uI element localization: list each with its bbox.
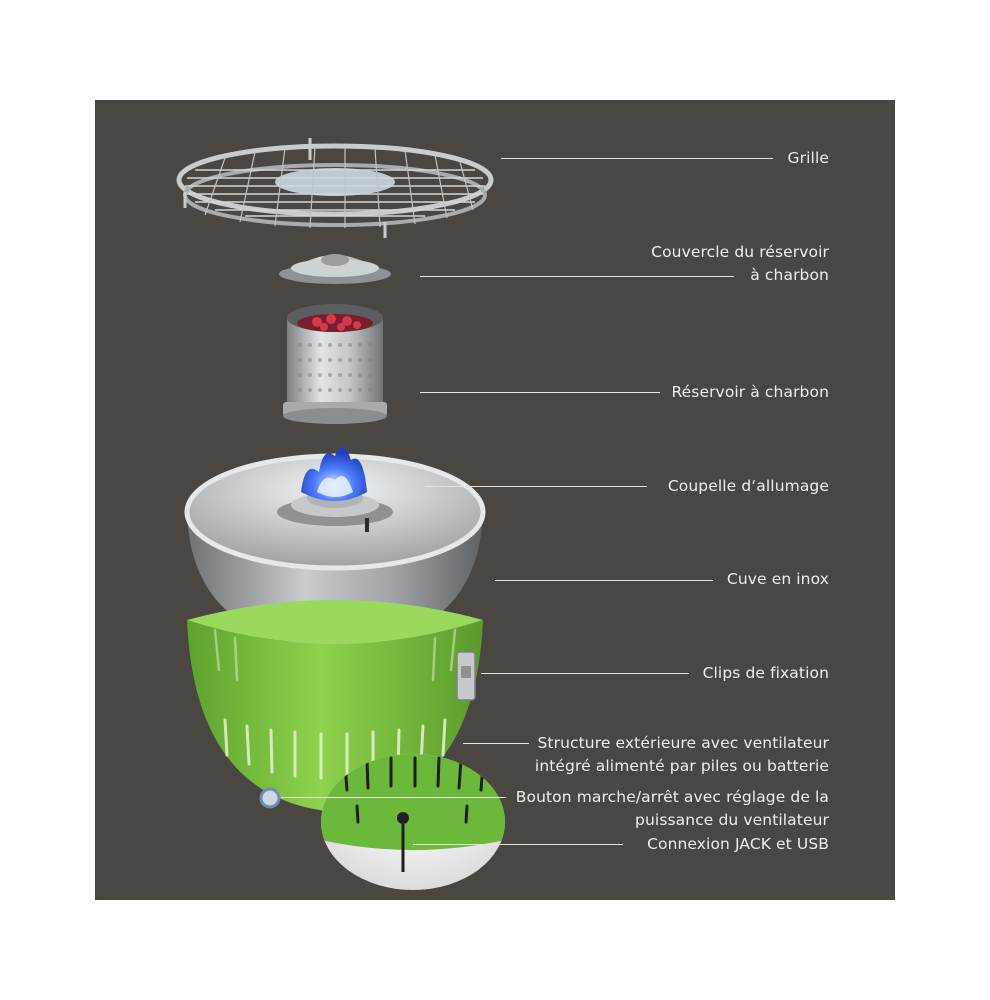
label-bouton-line1: Bouton marche/arrêt avec réglage de la — [515, 788, 829, 806]
leader-line-grille — [501, 158, 773, 160]
leader-line-cuve — [495, 580, 713, 582]
leader-line-coupelle — [425, 486, 647, 488]
leader-line-bouton — [281, 797, 506, 799]
fixation-clip — [456, 651, 476, 701]
leader-line-connexion — [413, 844, 623, 846]
diagram-panel: Grille Couvercle du réservoir à charbon … — [95, 100, 895, 900]
label-coupelle: Coupelle d‘allumage — [667, 477, 829, 495]
label-reservoir: Réservoir à charbon — [671, 383, 829, 401]
leader-line-couvercle — [420, 276, 734, 278]
leader-line-structure — [463, 743, 529, 745]
exploded-bbq-illustration — [176, 138, 505, 890]
leader-line-clips — [481, 673, 689, 675]
label-couvercle-line1: Couvercle du réservoir — [651, 243, 829, 261]
leader-line-reservoir — [420, 392, 660, 394]
label-grille: Grille — [787, 149, 829, 167]
label-cuve: Cuve en inox — [726, 570, 829, 588]
label-bouton-line2: puissance du ventilateur — [635, 811, 829, 829]
coal-reservoir-lid — [279, 254, 391, 284]
coal-reservoir — [283, 304, 387, 424]
grill-grate — [176, 138, 494, 238]
ignition-cup — [277, 446, 393, 532]
label-clips: Clips de fixation — [702, 664, 829, 682]
label-couvercle-line2: à charbon — [750, 266, 829, 284]
label-structure-line1: Structure extérieure avec ventilateur — [537, 734, 829, 752]
label-connexion: Connexion JACK et USB — [647, 835, 829, 853]
label-structure-line2: intégré alimenté par piles ou batterie — [534, 757, 829, 775]
